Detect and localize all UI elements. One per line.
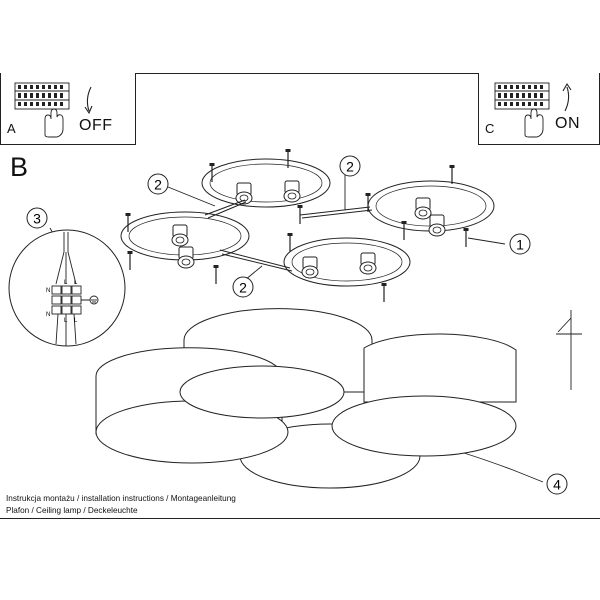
terminal-label-n-top: N [46,288,50,294]
base-plate-top [201,148,331,225]
lamp-shades [95,308,517,489]
footer-line-1: Instrukcja montażu / installation instru… [6,494,236,503]
arrow-up-icon [564,86,570,112]
terminal-label-l-bottom-mid: L [64,318,68,324]
fuse-box-off-illustration [14,82,93,138]
ground-icon [89,295,99,305]
arrow-down-icon [86,86,92,112]
base-plate-right [364,164,495,248]
fuse-box-icon [494,82,550,110]
step-a-off-label: OFF [79,117,113,134]
step-a-letter: A [7,121,16,136]
fuse-box-icon [14,82,70,110]
base-plate-left [120,211,250,285]
step-a-panel: A OFF [0,73,136,145]
hand-icon [44,108,64,138]
terminal-label-l-bottom-right: L [74,318,78,324]
fuse-box-on-illustration [494,82,572,138]
callout-circles [26,155,568,495]
footer-line-2: Plafon / Ceiling lamp / Deckeleuchte [6,506,138,515]
callout-2-top-left: 2 [154,177,162,193]
terminal-block-detail [8,229,126,347]
callout-2-top-right: 2 [346,159,354,175]
section-b-letter: B [10,152,29,182]
callout-4: 4 [553,477,561,493]
diagram-frame [0,73,600,519]
step-c-on-label: ON [555,115,580,132]
step-c-letter: C [485,121,495,136]
terminal-label-l-top-right: L [74,280,78,286]
hand-icon [524,108,544,138]
connection-cables [204,199,373,272]
orientation-symbol [556,310,582,390]
terminal-label-n-bottom: N [46,312,50,318]
base-plate-bottom [283,220,411,303]
callout-1: 1 [516,237,524,253]
callout-3: 3 [33,211,41,227]
callout-2-bottom: 2 [239,280,247,296]
terminal-label-l-top-mid: L [64,280,68,286]
